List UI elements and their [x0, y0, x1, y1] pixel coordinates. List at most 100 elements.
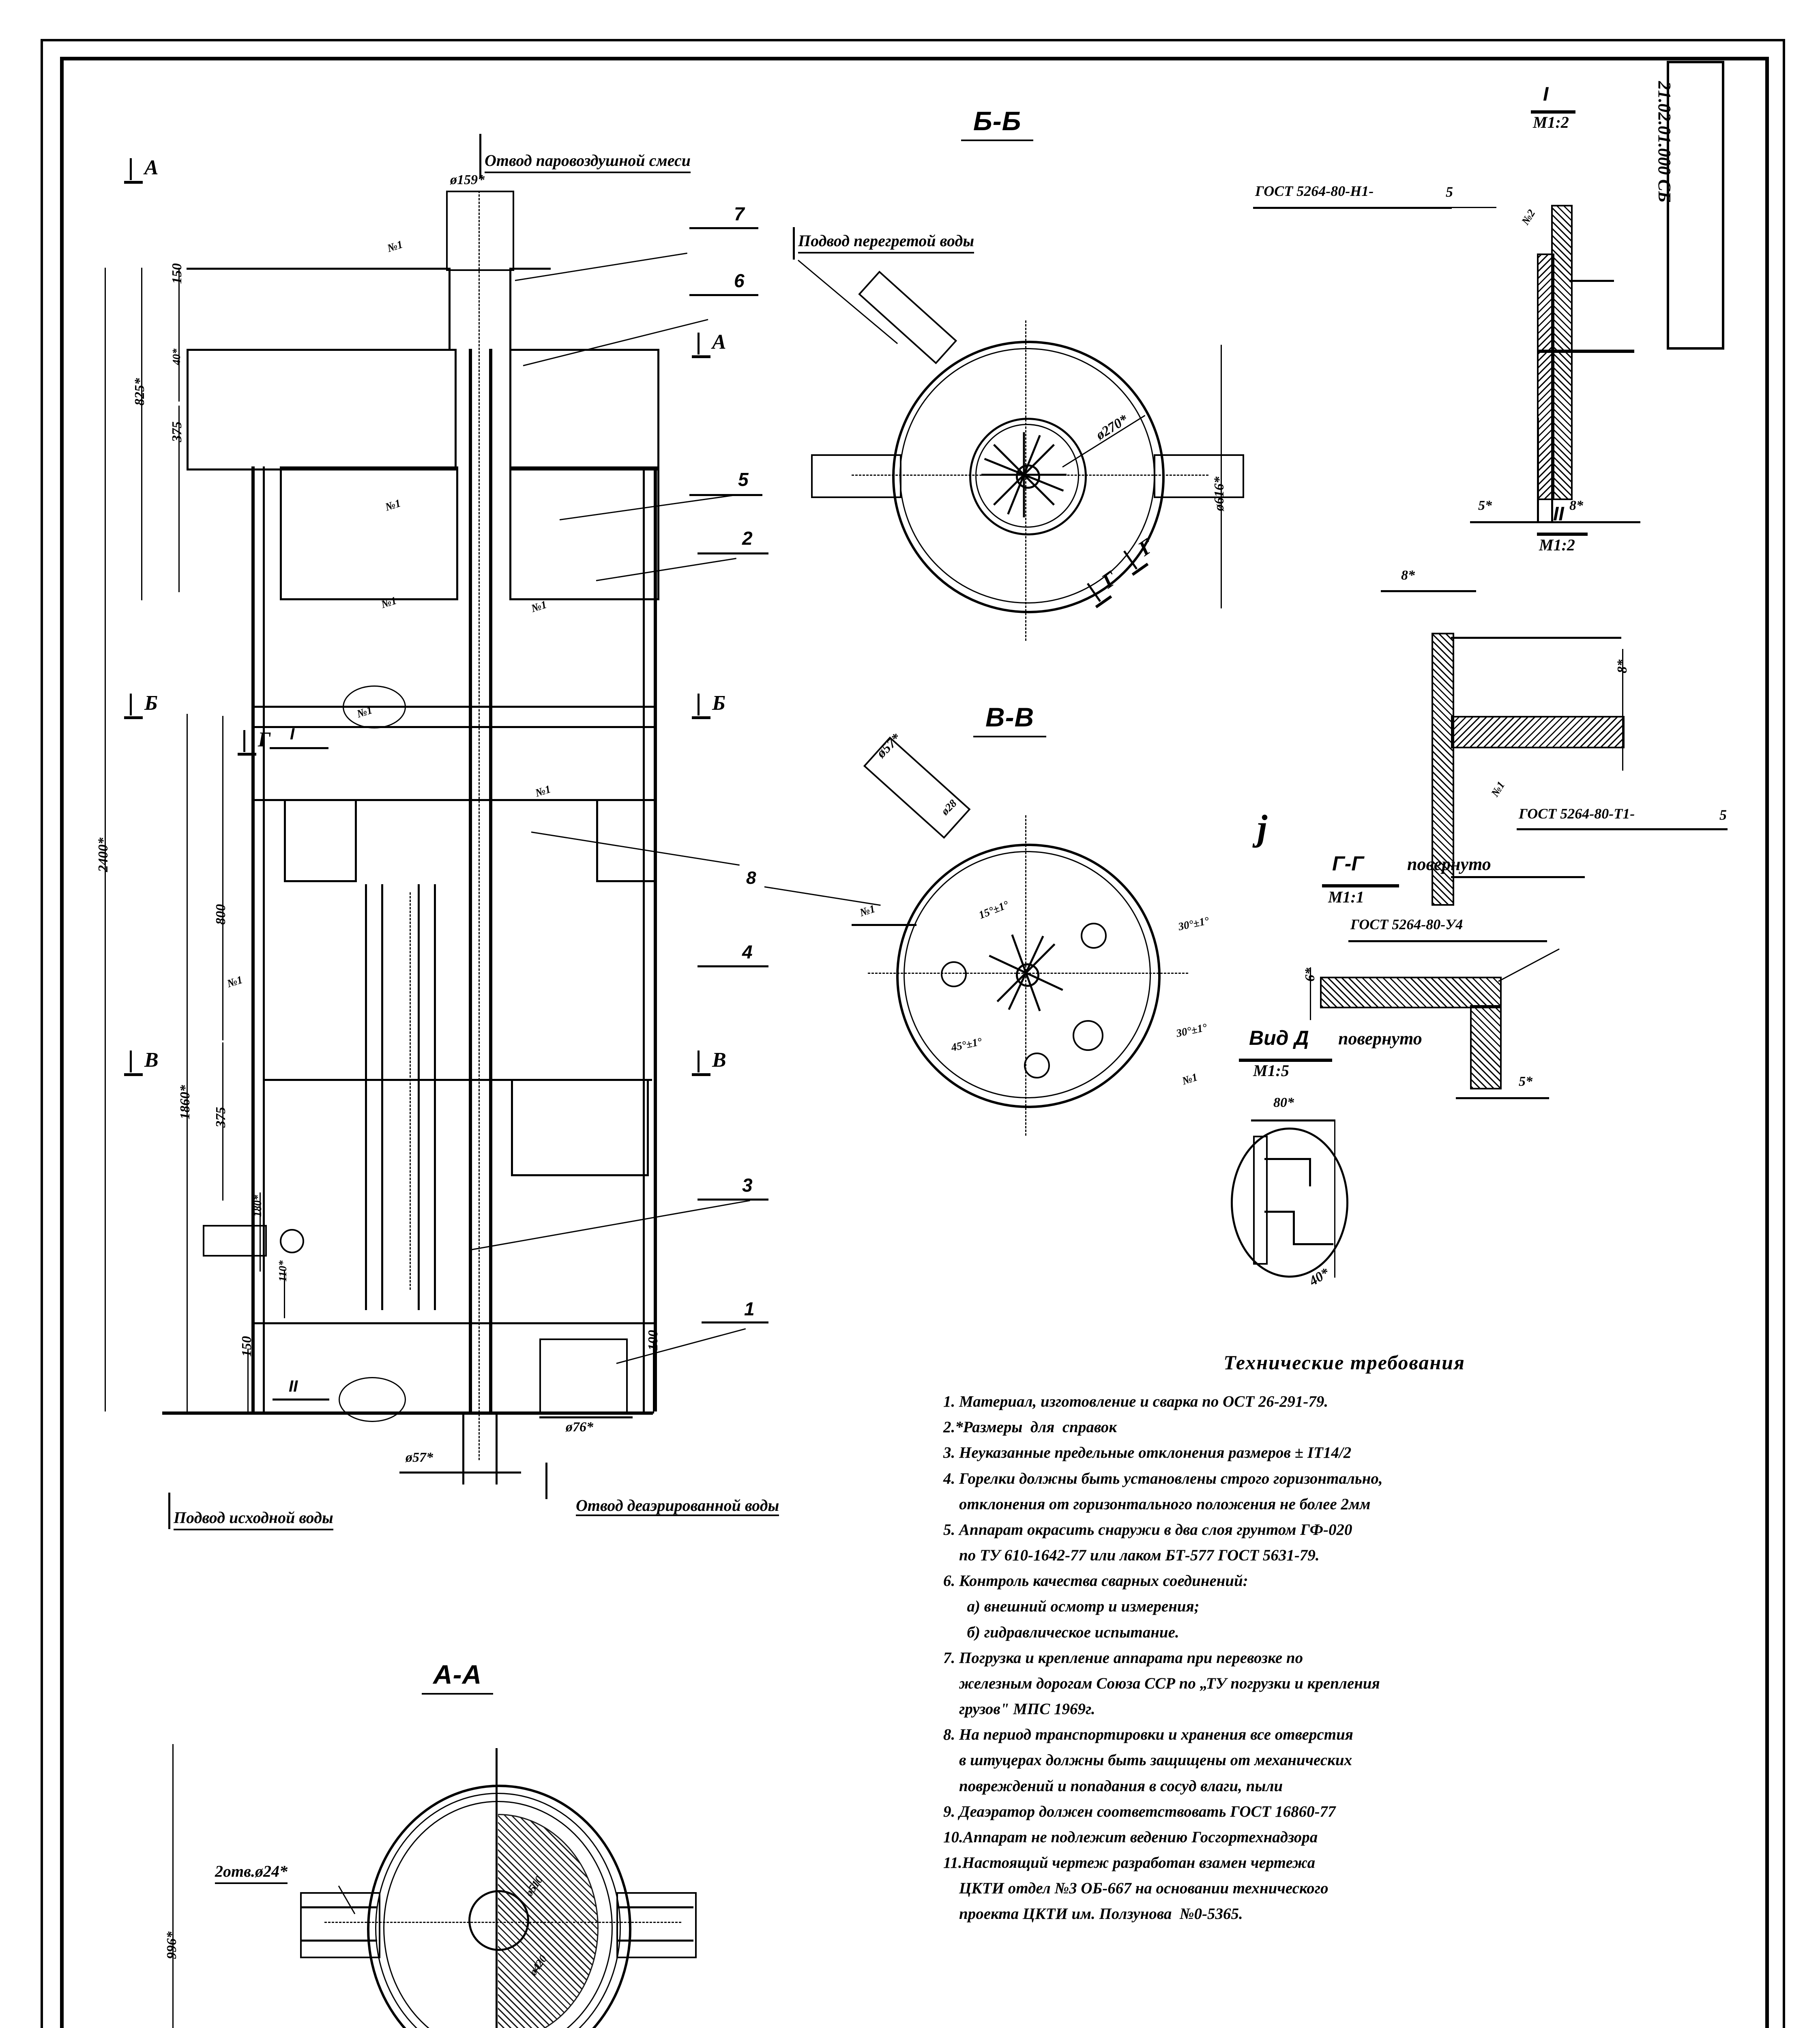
dim-100: 100	[646, 1330, 661, 1351]
callout-5-underline	[689, 494, 762, 496]
view-d-outline	[1231, 1128, 1348, 1278]
dimline-2400-v	[105, 268, 106, 1411]
detail-II-gost: ГОСТ 5264-80-Т1-	[1519, 806, 1635, 822]
label-inlet-water: Подвод исходной воды	[174, 1508, 333, 1530]
section-aa-support-right	[616, 1892, 697, 1958]
top-nozzle-leader	[479, 134, 481, 178]
bottom-right-label-leader	[545, 1463, 547, 1499]
section-mark-v-left-letter: В	[144, 1048, 159, 1072]
section-bb-hub-circle	[969, 418, 1087, 535]
sketch-swirl: j	[1257, 808, 1268, 848]
section-aa-support-l-line1	[300, 1906, 377, 1908]
section-gg-horizontal-plate	[1320, 977, 1502, 1008]
detail-I-gost-line	[1253, 207, 1452, 209]
dimline-40-v	[178, 357, 180, 402]
section-bb-centerline-h	[852, 475, 1208, 476]
view-d-dim-top-line	[1251, 1119, 1334, 1121]
section-gg-dim-right-line	[1456, 1097, 1549, 1099]
section-vv-burner-1	[941, 961, 967, 987]
dimline-bottom-dia-left	[399, 1472, 521, 1474]
dim-bottom-dia-left: ø57*	[406, 1450, 433, 1465]
dim-800: 800	[213, 904, 228, 925]
detail-I-profile-mid	[1537, 350, 1634, 353]
section-aa-centerline-v	[496, 1748, 498, 2028]
dim-bottom-dia-right: ø76*	[566, 1420, 593, 1435]
section-bb-hub-inner	[975, 424, 1079, 528]
dim-1860: 1860*	[178, 1085, 193, 1119]
dimline-800-v	[222, 716, 223, 1040]
view-d-arm-v2	[1293, 1211, 1295, 1243]
vessel-internal-tube-4	[434, 884, 436, 1310]
tech-req-item: ЦКТИ отдел №3 ОБ-667 на основании технич…	[943, 1880, 1329, 1897]
section-bb-nozzle-left	[811, 454, 901, 498]
dimline-825-v	[141, 268, 142, 600]
dim-825: 825*	[132, 378, 147, 406]
top-nozzle-label: Отвод паровоздушной смеси	[485, 151, 691, 173]
vessel-tray-right	[509, 466, 659, 600]
dimline-100-v	[653, 1341, 654, 1414]
detail-mark-II: II	[289, 1377, 298, 1395]
vessel-central-pipe-l	[469, 349, 472, 1411]
view-d-arm-mid	[1264, 1211, 1293, 1213]
tech-req-item: в штуцерах должны быть защищены от механ…	[943, 1751, 1352, 1769]
view-d-arm-v	[1309, 1158, 1311, 1186]
tech-req-item: 2.*Размеры для справок	[943, 1418, 1117, 1436]
vessel-top-line-right	[510, 268, 551, 270]
section-mark-a-right-letter: А	[712, 331, 726, 354]
vessel-tray-left	[280, 466, 458, 600]
dimline-375b-v	[222, 1042, 223, 1201]
vessel-internal-tube-3	[418, 884, 420, 1310]
tech-req-item: 1. Материал, изготовление и сварка по ОС…	[943, 1393, 1329, 1410]
section-vv-burner-3	[1024, 1053, 1050, 1078]
vessel-internal-tube-1	[365, 884, 367, 1310]
callout-5: 5	[738, 469, 749, 490]
tech-req-list: 1. Материал, изготовление и сварка по ОС…	[937, 1389, 1752, 1927]
vessel-shell-left-wall	[251, 466, 255, 1411]
tech-req-item: 10.Аппарат не подлежит ведению Госгортех…	[943, 1828, 1318, 1846]
section-gg-dim-right: 5*	[1519, 1074, 1532, 1089]
dimline-bottom-dia-right	[539, 1416, 633, 1418]
detail-II-dim-top-line	[1381, 590, 1476, 592]
detail-I-profile-top	[1569, 280, 1614, 282]
vessel-upper-chamber-l	[187, 349, 457, 470]
section-bb-title: Б-Б	[961, 105, 1034, 141]
vessel-internal-axis	[410, 892, 411, 1290]
detail-I-line	[270, 747, 328, 749]
dim-110: 110*	[277, 1260, 289, 1282]
dimline-180-v	[260, 1192, 261, 1272]
dim-2400: 2400*	[96, 838, 111, 872]
dimline-150b-v	[247, 1349, 249, 1414]
section-aa-support-l-line2	[300, 1940, 377, 1942]
detail-II-flange	[1451, 716, 1625, 748]
tech-req-item: 7. Погрузка и крепление аппарата при пер…	[943, 1649, 1303, 1667]
detail-II-title: II	[1553, 503, 1564, 525]
dim-40: 40*	[170, 348, 182, 365]
section-bb-inlet-label: Подвод перегретой воды	[798, 231, 974, 254]
section-aa-support-r-line2	[616, 1940, 693, 1942]
vessel-upper-chamber-r	[509, 349, 659, 470]
section-aa-dim-height: 996*	[164, 1931, 179, 1959]
section-mark-v-right-letter: В	[712, 1048, 726, 1072]
vessel-side-nozzle-left	[203, 1225, 267, 1257]
vessel-bottom-base	[162, 1411, 653, 1415]
section-vv-hub	[1016, 963, 1039, 987]
vessel-neck-l	[449, 268, 451, 349]
vessel-top-nozzle	[446, 191, 514, 271]
tech-req-item: по ТУ 610-1642-77 или лаком БТ-577 ГОСТ …	[943, 1547, 1320, 1564]
detail-I-title: I	[1543, 84, 1549, 105]
vessel-shell-right-inner	[643, 466, 645, 1411]
section-gg-dim-left: 6*	[1303, 968, 1318, 982]
tech-req-item: 9. Деаэратор должен соответствовать ГОСТ…	[943, 1802, 1336, 1820]
detail-II-bottom-edge	[1451, 876, 1585, 878]
section-mark-b-right-letter: Б	[712, 692, 726, 715]
section-gg-scale: М1:1	[1328, 888, 1364, 906]
vessel-internal-tube-2	[381, 884, 383, 1310]
tech-req-item: 5. Аппарат окрасить снаружи в два слоя г…	[943, 1521, 1352, 1538]
sheet-outer-border	[41, 39, 1785, 2028]
detail-I-gost-leader	[1452, 207, 1496, 208]
detail-I-dim-baseline	[1470, 521, 1640, 523]
vessel-bottom-nozzle-r	[496, 1411, 498, 1484]
callout-4-underline	[698, 965, 768, 967]
vessel-part3-top	[263, 1079, 652, 1081]
detail-I-dim-right: 8*	[1569, 498, 1583, 513]
